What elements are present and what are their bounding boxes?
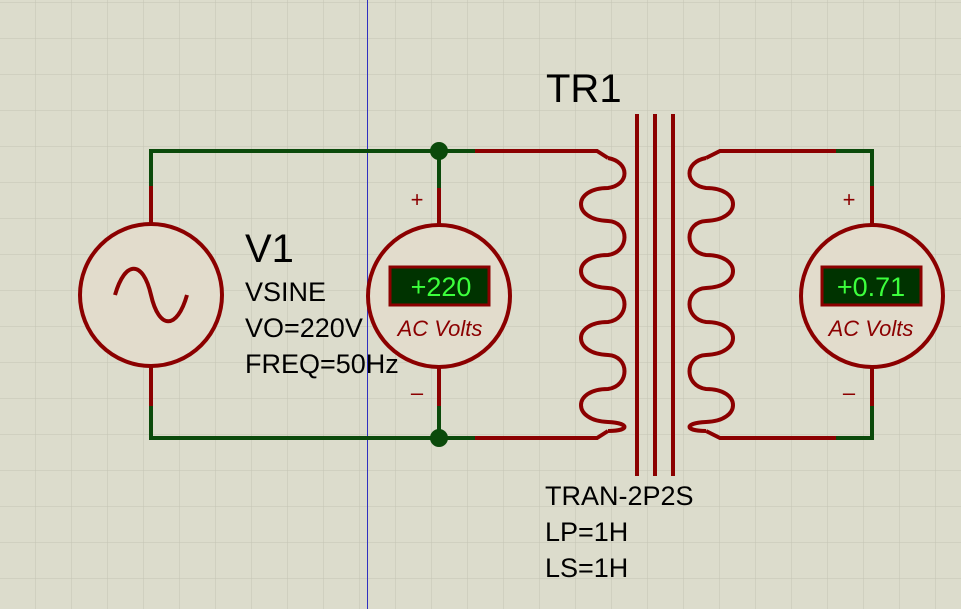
source-type-label[interactable]: VSINE: [245, 277, 326, 307]
voltmeter-primary-display: [388, 265, 491, 307]
voltmeter-secondary-unit: AC Volts: [827, 316, 914, 341]
voltmeter-secondary[interactable]: +0.71 AC Volts + –: [799, 186, 945, 406]
source-designator-label[interactable]: V1: [245, 227, 294, 271]
sine-wave-icon: [113, 266, 189, 324]
transformer-model-label[interactable]: TRAN-2P2S: [545, 481, 694, 511]
wire-secondary[interactable]: [834, 149, 874, 440]
voltmeter-secondary-display: [820, 265, 923, 307]
voltmeter-primary-minus: –: [411, 380, 424, 405]
voltmeter-primary-plus: +: [411, 187, 424, 212]
source-frequency-label[interactable]: FREQ=50Hz: [245, 349, 399, 379]
voltmeter-primary-reading: +220: [411, 272, 472, 302]
sine-source-v1[interactable]: [78, 186, 224, 406]
voltmeter-primary-unit: AC Volts: [396, 316, 483, 341]
junction-dot-bottom[interactable]: [430, 429, 448, 447]
voltmeter-secondary-minus: –: [843, 380, 856, 405]
voltmeter-primary[interactable]: +220 AC Volts + –: [366, 187, 512, 406]
transformer-secondary-coil: [687, 156, 735, 433]
transformer-ls-label[interactable]: LS=1H: [545, 553, 628, 583]
transformer-designator-label[interactable]: TR1: [546, 67, 622, 111]
junction-dot-top[interactable]: [430, 142, 448, 160]
voltmeter-secondary-reading: +0.71: [837, 272, 905, 302]
transformer-tr1[interactable]: [475, 114, 836, 476]
source-amplitude-label[interactable]: VO=220V: [245, 313, 363, 343]
transformer-primary-coil: [579, 156, 627, 433]
transformer-lp-label[interactable]: LP=1H: [545, 517, 628, 547]
voltmeter-secondary-plus: +: [843, 187, 856, 212]
